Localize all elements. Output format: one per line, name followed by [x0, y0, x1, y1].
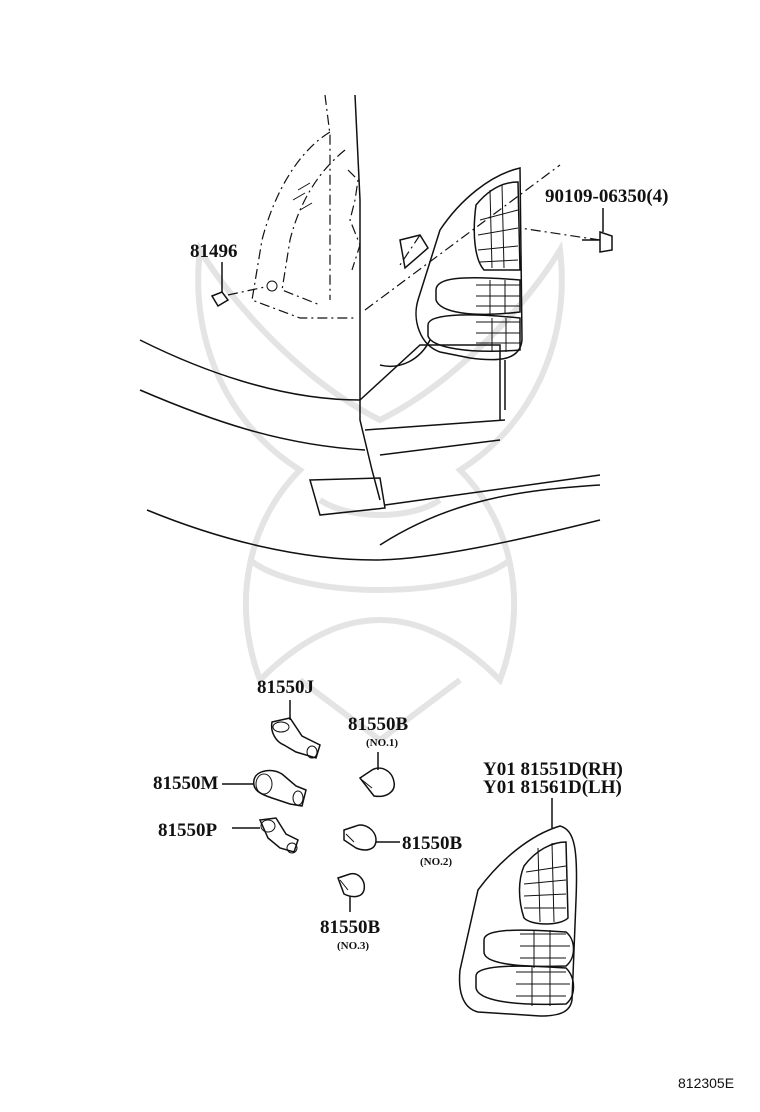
socket-81550p-label: 81550P — [158, 820, 218, 841]
installed-tail-lamp — [415, 167, 523, 361]
bulb-81550b-no1-label: 81550B — [348, 714, 409, 735]
tail-lamp-assembly — [458, 798, 578, 1017]
bulb-81550b-no3-note: (NO.3) — [337, 940, 369, 952]
screw-label: 90109-06350(4) — [545, 186, 668, 207]
bulb-81550b-no2-label: 81550B — [402, 833, 463, 854]
socket-81550j-label: 81550J — [257, 677, 314, 698]
bulb-81550b-no3-label: 81550B — [320, 917, 381, 938]
bulb-81550b-no1-icon — [358, 752, 395, 798]
bulb-81550b-no2-icon — [343, 824, 400, 851]
lamp-lh-label: Y01 81561D(LH) — [483, 777, 622, 798]
clip-icon — [210, 262, 266, 308]
bulb-81550b-no3-icon — [337, 872, 366, 912]
socket-81550m-icon — [222, 769, 307, 807]
diagram-code: 812305E — [678, 1075, 734, 1091]
bulb-81550b-no2-note: (NO.2) — [420, 856, 452, 868]
socket-81550j-icon — [270, 700, 321, 759]
vehicle-body — [139, 94, 601, 561]
bulb-81550b-no1-note: (NO.1) — [366, 737, 398, 749]
socket-81550m-label: 81550M — [153, 773, 219, 794]
screw-icon — [519, 208, 613, 253]
lamp-rh-label: Y01 81551D(RH) — [483, 759, 623, 780]
watermark-emblem — [195, 241, 565, 744]
socket-81550p-icon — [232, 817, 299, 854]
clip-label: 81496 — [190, 241, 238, 262]
